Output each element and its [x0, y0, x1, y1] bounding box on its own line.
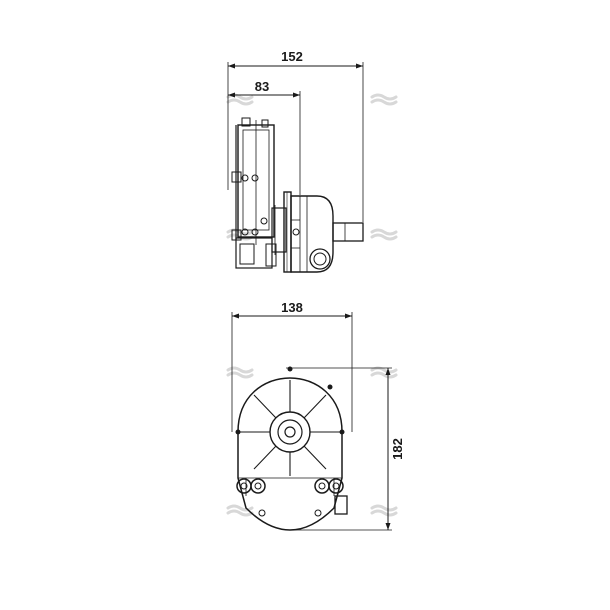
dimension-152: 152	[227, 49, 364, 222]
dimension-label-138: 138	[281, 300, 303, 315]
watermark-marks	[226, 93, 398, 517]
bottom-fittings	[236, 478, 348, 517]
spoked-hub	[238, 380, 342, 476]
mounting-plate	[283, 191, 292, 273]
dimension-label-152: 152	[281, 49, 303, 64]
gear-housing	[290, 195, 334, 273]
dimension-138: 138	[231, 300, 353, 432]
dimension-label-83: 83	[255, 79, 269, 94]
dimension-182: 182	[286, 367, 405, 531]
dimension-label-182: 182	[390, 438, 405, 460]
dimension-83: 83	[228, 79, 301, 195]
side-housing	[231, 117, 287, 269]
front-view: 138 182	[231, 300, 405, 531]
output-shaft	[332, 222, 364, 242]
side-view: 152 83	[227, 49, 364, 273]
